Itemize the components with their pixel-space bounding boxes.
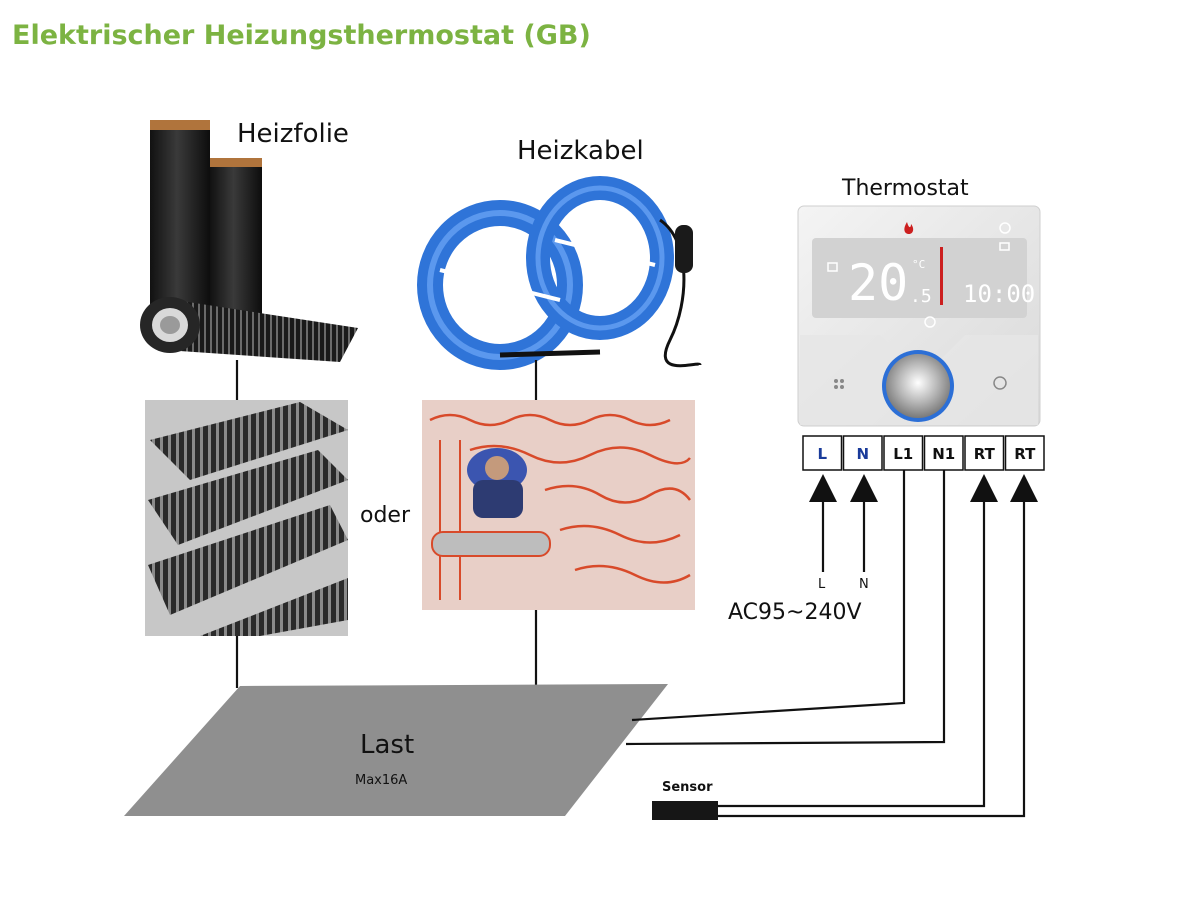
arrow-n (850, 474, 878, 502)
terminal-label: N (856, 445, 869, 463)
wire-rt1-sensor (716, 502, 986, 808)
fire-icon (904, 222, 914, 234)
input-wires (809, 474, 878, 572)
clock-icon (999, 222, 1011, 234)
load-plate (124, 684, 668, 816)
label-input-l: L (818, 577, 826, 592)
terminal-label: N1 (932, 445, 955, 463)
diagram-title: Elektrischer Heizungsthermostat (GB) (12, 20, 591, 51)
heating-cable-image (417, 176, 702, 370)
label-thermostat: Thermostat (841, 176, 969, 201)
label-input-n: N (859, 577, 869, 592)
arrow-rt2 (1010, 474, 1038, 502)
heating-film-image (140, 120, 358, 362)
wire-l1-load (631, 470, 906, 722)
display-unit: °C (912, 258, 925, 271)
label-sensor: Sensor (662, 780, 713, 795)
sensor-probe (652, 801, 718, 820)
terminal-rt-6: RT (1004, 435, 1045, 471)
label-heizfolie: Heizfolie (237, 119, 349, 149)
thermostat-device: 20 .5 °C 10:00 (797, 205, 1041, 427)
label-voltage: AC95~240V (728, 600, 862, 625)
terminal-label: RT (974, 445, 996, 463)
terminal-n1-4: N1 (923, 435, 964, 471)
terminal-label: L1 (893, 445, 913, 463)
calendar-icon (827, 262, 838, 272)
wire-rt2-sensor (716, 502, 1026, 818)
knob-icon[interactable] (886, 354, 950, 418)
label-max: Max16A (355, 773, 407, 788)
terminal-n-2: N (842, 435, 883, 471)
terminal-label: RT (1014, 445, 1036, 463)
label-last: Last (360, 730, 414, 760)
arrow-l (809, 474, 837, 502)
cable-floor-photo (422, 400, 695, 610)
arrow-rt1 (970, 474, 998, 502)
lock-icon (999, 242, 1010, 251)
display-temperature-decimal: .5 (910, 286, 932, 307)
terminal-l-1: L (802, 435, 843, 471)
terminal-rt-5: RT (964, 435, 1005, 471)
grid-icon (834, 379, 844, 389)
wire-n1-load (625, 470, 946, 746)
terminal-block: L N L1 N1 RT RT (802, 435, 1045, 471)
terminal-l1-3: L1 (883, 435, 924, 471)
display-divider (940, 247, 943, 305)
label-oder: oder (360, 503, 411, 528)
film-floor-photo (145, 400, 348, 636)
power-icon (924, 316, 936, 328)
terminal-label: L (817, 445, 827, 463)
display-temperature: 20 (848, 254, 908, 312)
display-time: 10:00 (963, 280, 1035, 308)
label-heizkabel: Heizkabel (517, 136, 644, 166)
timer-icon (993, 376, 1007, 390)
